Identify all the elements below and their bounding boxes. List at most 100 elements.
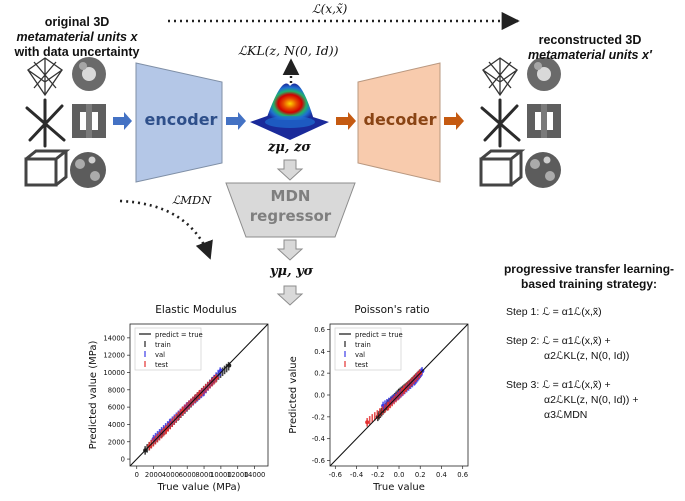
output-unit-cross-icon	[480, 98, 521, 148]
x-tick-label: 0.4	[436, 471, 447, 479]
strategy-title-line-1: progressive transfer learning-	[503, 262, 675, 276]
decoder-block	[357, 62, 441, 183]
kl-loss-label: ℒKL(z, N(0, Id))	[238, 43, 339, 58]
y-tick-label: 0.2	[314, 370, 325, 378]
x-tick-label: 0.6	[457, 471, 468, 479]
x-tick-label: 12000	[227, 471, 249, 479]
latent-to-mdn-arrow	[276, 159, 304, 181]
output-header-line-1: reconstructed 3D	[538, 33, 642, 47]
latent-gaussian-icon	[250, 83, 329, 140]
x-tick-label: 10000	[210, 471, 232, 479]
x-tick-label: 2000	[145, 471, 162, 479]
reconstruction-loss-label: ℒ(x,x̃)	[312, 2, 348, 16]
y-tick-label: 0.4	[314, 348, 325, 356]
input-arrow	[113, 112, 132, 130]
mdn-loss-label: ℒMDN	[172, 193, 212, 207]
plot-area	[130, 324, 268, 466]
legend-label: train	[155, 341, 171, 349]
input-header-line-2: metamaterial units x	[16, 30, 138, 44]
x-tick-label: 0	[135, 471, 139, 479]
y-tick-label: 8000	[108, 386, 125, 394]
input-unit-cube-icon	[24, 149, 71, 187]
identity-line	[330, 324, 468, 466]
point-test	[214, 375, 219, 380]
y-tick-label: -0.4	[312, 435, 325, 443]
x-tick-label: 6000	[179, 471, 196, 479]
legend-box	[334, 327, 402, 371]
point-test	[365, 420, 370, 425]
input-unit-frame-icon	[72, 104, 106, 138]
poissons-ratio-chart: -0.6 -0.4 -0.2 0.0 0.2 0.4 0.6 -0.6 -0.4 -0.2 0.0 0…	[288, 323, 469, 493]
x-tick-label: 0.2	[415, 471, 426, 479]
x-tick-label: 14000	[244, 471, 266, 479]
output-unit-sphere-icon	[527, 57, 561, 91]
encoder-block	[135, 62, 223, 183]
x-axis-label: True value	[372, 482, 425, 493]
input-unit-lattice-icon	[26, 57, 64, 97]
point-test	[181, 408, 186, 413]
step-1-line-1: Step 1: ℒ = α1ℒ(x,x̃)	[506, 306, 602, 318]
y-axis-label: Predicted value	[288, 356, 299, 433]
input-unit-sphere-icon	[72, 57, 106, 91]
y-tick-label: 0.0	[314, 392, 325, 400]
legend-box	[134, 327, 202, 371]
chart-2-title: Poisson's ratio	[354, 304, 430, 316]
x-tick-label: 8000	[195, 471, 212, 479]
x-axis-label: True value (MPa)	[156, 482, 240, 493]
strategy-title: progressive transfer learning- based tra…	[494, 262, 684, 292]
mdn-loss-arrow	[119, 199, 213, 260]
y-tick-label: 4000	[108, 421, 125, 429]
y-tick-label: 2000	[108, 438, 125, 446]
x-tick-label: -0.4	[350, 471, 363, 479]
mdn-label-line-1: MDN	[270, 187, 311, 205]
output-unit-frame-icon	[527, 104, 561, 138]
y-tick-label: -0.2	[312, 413, 325, 421]
input-header-line-1: original 3D	[44, 15, 110, 29]
input-unit-cross-icon	[25, 98, 66, 148]
legend-label: test	[355, 361, 368, 369]
x-tick-label: -0.2	[371, 471, 384, 479]
y-tick-label: -0.6	[312, 457, 325, 465]
decoder-label: decoder	[363, 110, 437, 129]
chart-1-title: Elastic Modulus	[155, 304, 237, 316]
y-axis-label: Predicted value (MPa)	[88, 341, 99, 450]
legend-label: predict = true	[155, 331, 203, 339]
encoder-to-latent-arrow	[226, 112, 246, 130]
output-header-line-2: metamaterial units x′	[528, 48, 652, 62]
y-tick-label: 0.6	[314, 326, 325, 334]
output-unit-cube-icon	[479, 149, 526, 187]
mdn-label: MDN regressor	[246, 186, 335, 226]
x-tick-label: -0.6	[329, 471, 342, 479]
output-to-plots-arrow	[276, 285, 304, 306]
input-unit-lumpy-icon	[70, 152, 106, 188]
output-label: yμ, yσ	[270, 264, 314, 279]
step-2-line-2: α2ℒKL(z, N(0, Id))	[544, 350, 630, 362]
legend-label: predict = true	[355, 331, 403, 339]
latent-to-decoder-arrow	[336, 112, 356, 130]
y-tick-label: 12000	[103, 352, 125, 360]
decoder-output-arrow	[444, 112, 464, 130]
y-tick-label: 6000	[108, 404, 125, 412]
step-3-line-2: α2ℒKL(z, N(0, Id)) +	[544, 394, 639, 406]
y-tick-label: 14000	[103, 334, 125, 342]
point-test	[164, 427, 169, 432]
strategy-title-line-2: based training strategy:	[520, 277, 658, 291]
encoder-label: encoder	[144, 110, 218, 129]
step-3-line-1: Step 3: ℒ = α1ℒ(x,x̃) +	[506, 379, 611, 391]
input-header: original 3D metamaterial units x with da…	[2, 15, 152, 60]
y-tick-label: 10000	[103, 369, 125, 377]
mdn-to-output-arrow	[276, 239, 304, 261]
legend-label: val	[355, 351, 365, 359]
output-unit-lumpy-icon	[525, 152, 561, 188]
step-3-line-3: α3ℒMDN	[544, 409, 588, 421]
output-unit-lattice-icon	[481, 57, 519, 97]
x-tick-label: 4000	[162, 471, 179, 479]
identity-line	[130, 324, 268, 466]
latent-label: zμ, zσ	[268, 140, 311, 155]
x-tick-label: 0.0	[394, 471, 405, 479]
mdn-label-line-2: regressor	[249, 207, 332, 225]
legend-label: val	[155, 351, 165, 359]
training-steps: Step 1: ℒ = α1ℒ(x,x̃) Step 2: ℒ = α1ℒ(x,…	[506, 305, 684, 423]
